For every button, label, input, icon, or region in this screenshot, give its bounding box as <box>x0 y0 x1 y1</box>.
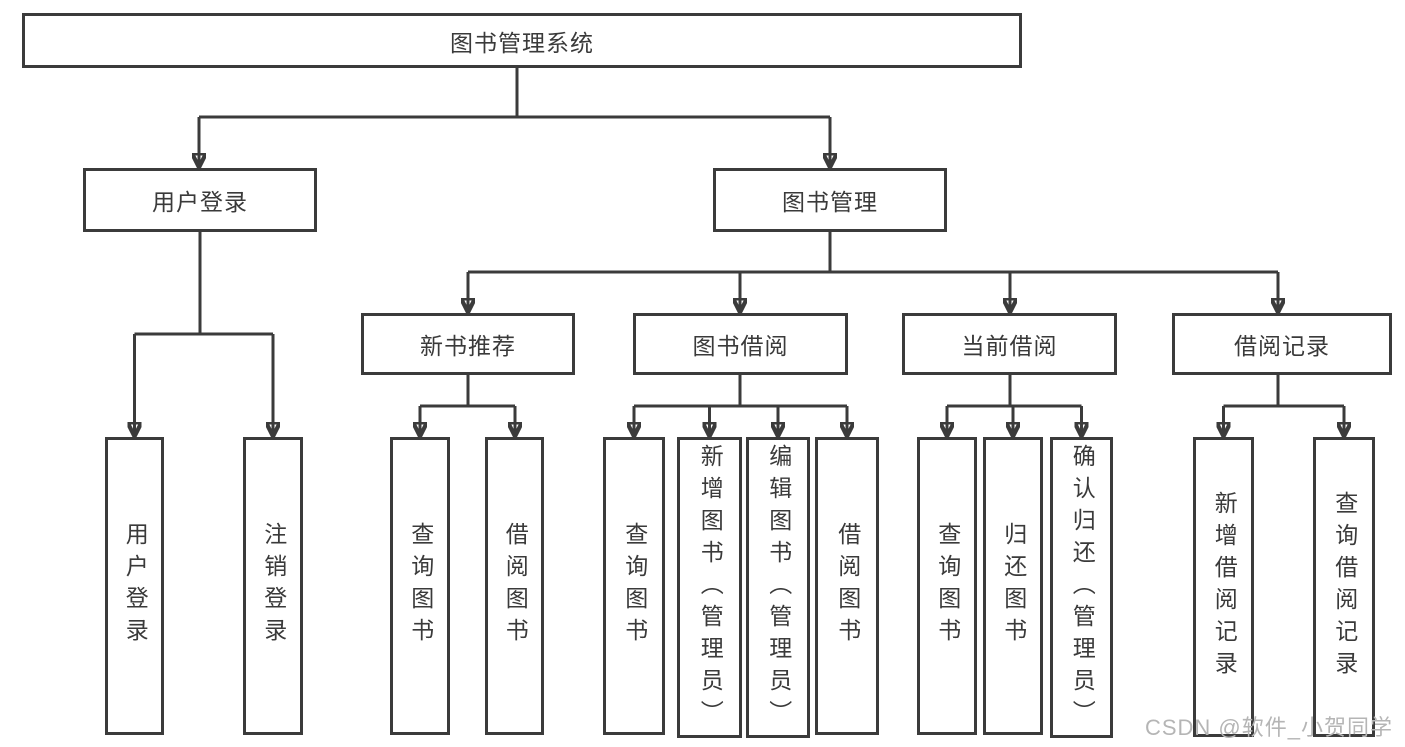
leaf-label: 新增借阅记录 <box>1211 491 1238 683</box>
leaf-label: 确认归还（管理员） <box>1069 443 1096 732</box>
leaf-borrowing-edit-books-admin: 编辑图书（管理员） <box>746 437 810 738</box>
leaf-records-query-record: 查询借阅记录 <box>1313 437 1375 737</box>
node-new-book-recommend: 新书推荐 <box>361 313 575 375</box>
node-label: 新书推荐 <box>420 333 516 359</box>
leaf-borrowing-borrow-books: 借阅图书 <box>815 437 879 735</box>
node-library-system: 图书管理系统 <box>22 13 1022 68</box>
leaf-current-return-books: 归还图书 <box>983 437 1043 735</box>
node-label: 图书借阅 <box>692 333 789 359</box>
node-label: 图书管理系统 <box>450 29 594 56</box>
leaf-label: 用户登录 <box>122 522 149 650</box>
leaf-borrowing-add-books-admin: 新增图书（管理员） <box>677 437 742 738</box>
node-label: 图书管理 <box>782 189 878 215</box>
leaf-label: 查询图书 <box>407 522 434 650</box>
leaf-label: 归还图书 <box>1000 522 1027 650</box>
leaf-borrowing-query-books: 查询图书 <box>603 437 665 735</box>
csdn-watermark: CSDN @软件_小贺同学 <box>1144 715 1393 740</box>
node-borrowing-records: 借阅记录 <box>1172 313 1392 375</box>
node-label: 当前借阅 <box>961 333 1058 359</box>
leaf-current-confirm-return-admin: 确认归还（管理员） <box>1050 437 1113 738</box>
leaf-label: 注销登录 <box>260 522 287 650</box>
leaf-label: 借阅图书 <box>502 522 529 650</box>
leaf-label: 查询借阅记录 <box>1331 491 1358 683</box>
node-book-management: 图书管理 <box>713 168 947 232</box>
node-book-borrowing: 图书借阅 <box>633 313 848 375</box>
leaf-label: 编辑图书（管理员） <box>765 443 792 732</box>
node-label: 用户登录 <box>152 189 248 215</box>
leaf-label: 借阅图书 <box>834 522 861 650</box>
node-label: 借阅记录 <box>1234 333 1330 359</box>
leaf-label: 查询图书 <box>621 522 648 650</box>
leaf-label: 新增图书（管理员） <box>697 443 724 732</box>
leaf-label: 查询图书 <box>934 522 961 650</box>
leaf-newbook-query-books: 查询图书 <box>390 437 450 735</box>
leaf-current-query-books: 查询图书 <box>917 437 977 735</box>
leaf-user-login: 用户登录 <box>105 437 164 735</box>
leaf-records-add-record: 新增借阅记录 <box>1193 437 1254 737</box>
leaf-newbook-borrow-books: 借阅图书 <box>485 437 544 735</box>
node-current-borrowing: 当前借阅 <box>902 313 1117 375</box>
leaf-logout: 注销登录 <box>243 437 303 735</box>
node-user-login: 用户登录 <box>83 168 317 232</box>
